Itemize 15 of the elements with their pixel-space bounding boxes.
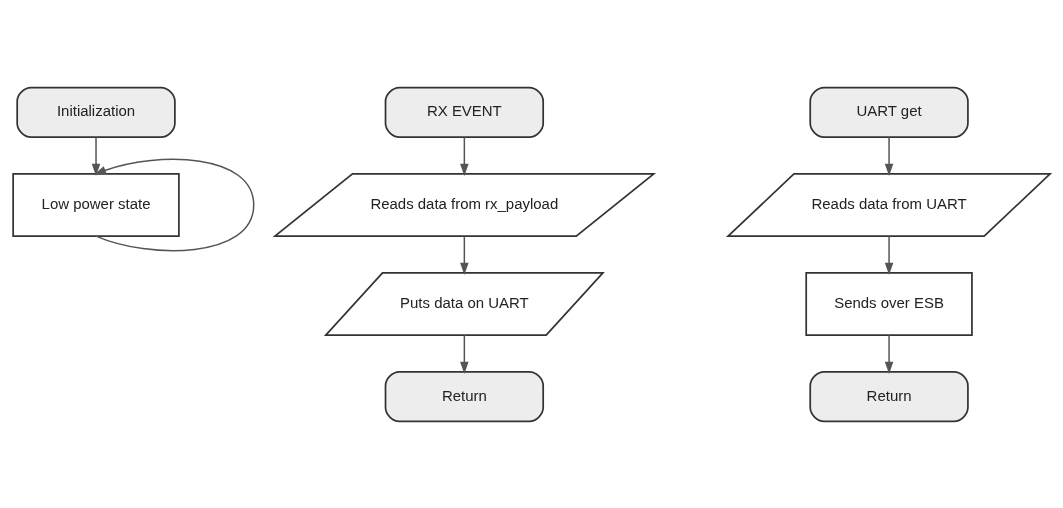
arrow [460, 234, 469, 275]
node-box: Low power state [12, 172, 180, 237]
arrow [93, 158, 255, 251]
node-box: UART get [809, 86, 969, 138]
arrow [884, 136, 894, 176]
arrow [884, 234, 894, 275]
node-box: Sends over ESB [805, 271, 973, 336]
arrow [460, 136, 469, 176]
node-box: Return [809, 370, 969, 422]
node-box: Return [384, 370, 545, 422]
arrow [884, 334, 894, 374]
arrow [460, 334, 469, 374]
node-box: Initialization [16, 86, 176, 138]
arrow [91, 136, 101, 176]
node-box: RX EVENT [384, 86, 545, 138]
